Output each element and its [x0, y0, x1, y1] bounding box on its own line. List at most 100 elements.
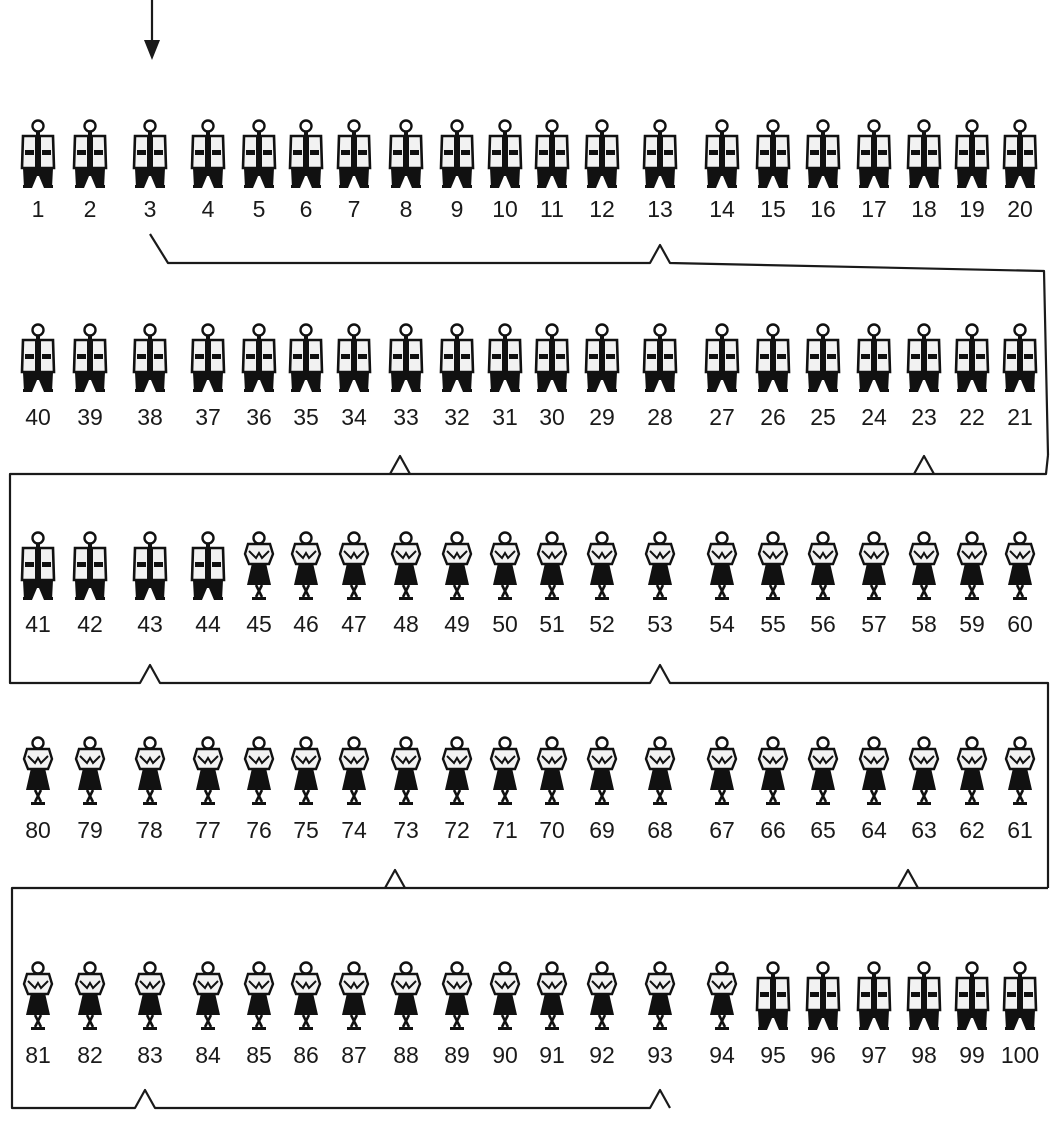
man-figure-icon: [858, 325, 890, 393]
position-number: 100: [1001, 1042, 1039, 1068]
position-number: 31: [492, 404, 518, 430]
man-figure-icon: [22, 121, 54, 189]
man-figure-icon: [908, 963, 940, 1031]
position-number: 41: [25, 611, 51, 637]
position-number: 23: [911, 404, 937, 430]
man-figure-icon: [441, 121, 473, 189]
position-number: 54: [709, 611, 735, 637]
counting-path-row-5: [130, 1090, 670, 1108]
position-number: 79: [77, 817, 103, 843]
woman-figure-icon: [392, 963, 420, 1031]
position-number: 39: [77, 404, 103, 430]
position-number: 47: [341, 611, 367, 637]
position-number: 82: [77, 1042, 103, 1068]
position-number: 2: [84, 196, 97, 222]
position-number: 24: [861, 404, 887, 430]
woman-figure-icon: [24, 738, 52, 806]
woman-figure-icon: [958, 738, 986, 806]
man-figure-icon: [956, 121, 988, 189]
position-number: 57: [861, 611, 887, 637]
position-number: 91: [539, 1042, 565, 1068]
position-number: 4: [202, 196, 215, 222]
man-figure-icon: [1004, 121, 1036, 189]
position-number: 21: [1007, 404, 1033, 430]
woman-figure-icon: [538, 533, 566, 601]
man-figure-icon: [1004, 963, 1036, 1031]
position-number: 10: [492, 196, 518, 222]
woman-figure-icon: [860, 533, 888, 601]
position-number: 58: [911, 611, 937, 637]
position-number: 45: [246, 611, 272, 637]
position-number: 97: [861, 1042, 887, 1068]
man-figure-icon: [908, 121, 940, 189]
man-figure-icon: [22, 533, 54, 601]
position-number: 28: [647, 404, 673, 430]
woman-figure-icon: [910, 738, 938, 806]
man-figure-icon: [192, 325, 224, 393]
position-number: 48: [393, 611, 419, 637]
woman-figure-icon: [443, 963, 471, 1031]
position-number: 20: [1007, 196, 1033, 222]
woman-figure-icon: [245, 533, 273, 601]
position-number: 29: [589, 404, 615, 430]
woman-figure-icon: [588, 738, 616, 806]
man-figure-icon: [22, 325, 54, 393]
position-number: 98: [911, 1042, 937, 1068]
woman-figure-icon: [809, 738, 837, 806]
position-number: 43: [137, 611, 163, 637]
position-number: 37: [195, 404, 221, 430]
position-number: 83: [137, 1042, 163, 1068]
position-number: 44: [195, 611, 221, 637]
position-number: 22: [959, 404, 985, 430]
position-number: 61: [1007, 817, 1033, 843]
man-figure-icon: [956, 325, 988, 393]
position-number: 90: [492, 1042, 518, 1068]
position-number: 5: [253, 196, 266, 222]
woman-figure-icon: [292, 533, 320, 601]
man-figure-icon: [134, 325, 166, 393]
man-figure-icon: [134, 121, 166, 189]
man-figure-icon: [74, 121, 106, 189]
woman-figure-icon: [759, 533, 787, 601]
counting-path-row-3: [135, 665, 1048, 888]
woman-figure-icon: [292, 738, 320, 806]
woman-figure-icon: [910, 533, 938, 601]
man-figure-icon: [757, 121, 789, 189]
position-number: 87: [341, 1042, 367, 1068]
position-number: 93: [647, 1042, 673, 1068]
woman-figure-icon: [759, 738, 787, 806]
man-figure-icon: [807, 325, 839, 393]
woman-figure-icon: [708, 533, 736, 601]
woman-figure-icon: [340, 963, 368, 1031]
position-number: 1: [32, 196, 45, 222]
position-number: 49: [444, 611, 470, 637]
man-figure-icon: [536, 325, 568, 393]
counting-path-row-4: [12, 870, 1048, 1108]
woman-figure-icon: [708, 738, 736, 806]
position-number: 89: [444, 1042, 470, 1068]
position-number: 99: [959, 1042, 985, 1068]
position-number: 71: [492, 817, 518, 843]
position-number: 7: [348, 196, 361, 222]
woman-figure-icon: [136, 963, 164, 1031]
man-figure-icon: [192, 121, 224, 189]
woman-figure-icon: [76, 738, 104, 806]
man-figure-icon: [192, 533, 224, 601]
woman-figure-icon: [194, 963, 222, 1031]
man-figure-icon: [390, 325, 422, 393]
woman-figure-icon: [340, 738, 368, 806]
man-figure-icon: [706, 325, 738, 393]
position-number: 68: [647, 817, 673, 843]
position-number: 74: [341, 817, 367, 843]
position-number: 63: [911, 817, 937, 843]
man-figure-icon: [290, 121, 322, 189]
position-number: 67: [709, 817, 735, 843]
position-number: 19: [959, 196, 985, 222]
position-number: 86: [293, 1042, 319, 1068]
position-number: 94: [709, 1042, 735, 1068]
man-figure-icon: [858, 963, 890, 1031]
woman-figure-icon: [646, 533, 674, 601]
position-number: 88: [393, 1042, 419, 1068]
position-number: 55: [760, 611, 786, 637]
